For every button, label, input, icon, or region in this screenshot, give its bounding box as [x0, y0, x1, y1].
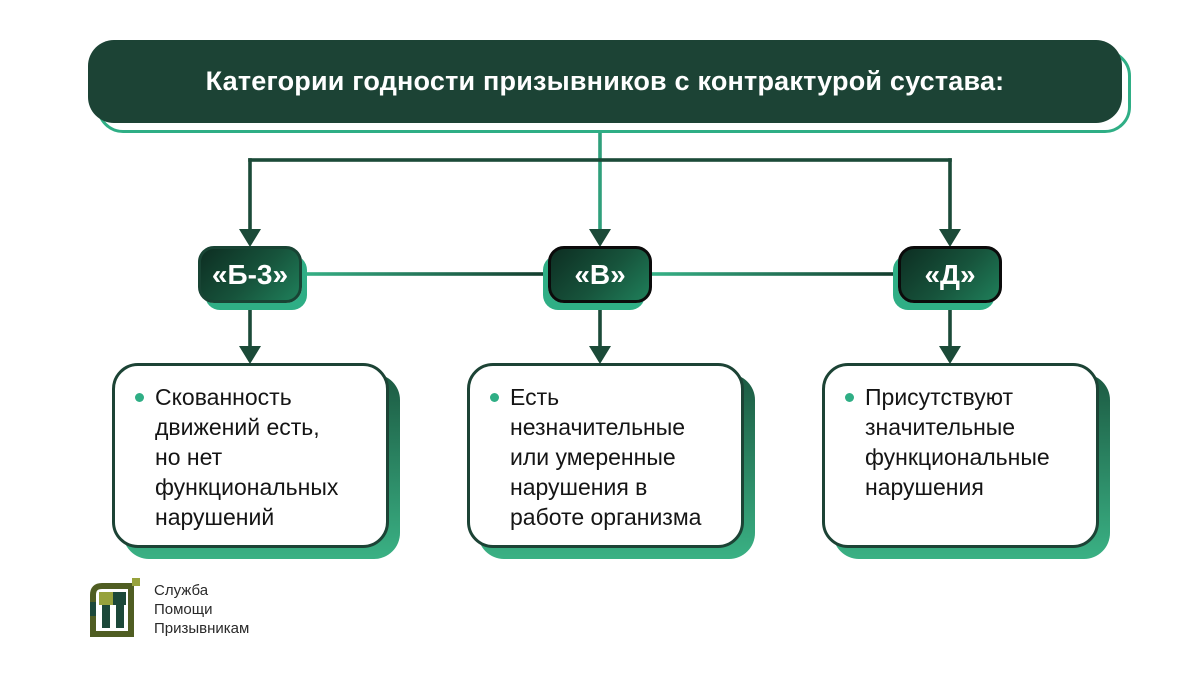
description-card-d: Присутствуют значительные функциональные…	[822, 363, 1110, 559]
right-drop-line	[948, 158, 952, 232]
arrowhead-to-box-d	[939, 346, 961, 364]
description-card-v-body: Есть незначительные или умеренные наруше…	[467, 363, 744, 548]
arrowhead-to-box-b3	[239, 346, 261, 364]
arrowhead-to-box-v	[589, 346, 611, 364]
arrowhead-to-badge-v	[589, 229, 611, 247]
logo-line-2: Помощи	[154, 601, 213, 618]
category-badge-d-label: «Д»	[924, 258, 976, 290]
bullet-dot	[845, 393, 854, 402]
description-text-d: Присутствуют значительные функциональные…	[865, 384, 1050, 500]
arrowhead-to-badge-b3	[239, 229, 261, 247]
description-card-b3: Скованность движений есть, но нет функци…	[112, 363, 400, 559]
link-b3-v	[302, 272, 548, 276]
trunk-line	[598, 118, 602, 232]
description-text-v: Есть незначительные или умеренные наруше…	[510, 384, 702, 530]
category-badge-d: «Д»	[898, 246, 1002, 303]
bullet-dot	[490, 393, 499, 402]
description-card-d-body: Присутствуют значительные функциональные…	[822, 363, 1099, 548]
d-box-line	[948, 302, 952, 348]
arrowhead-to-badge-d	[939, 229, 961, 247]
category-badge-v: «В»	[548, 246, 652, 303]
left-drop-line	[248, 158, 252, 232]
title-banner: Категории годности призывников с контрак…	[88, 40, 1131, 133]
title-banner-box: Категории годности призывников с контрак…	[88, 40, 1122, 123]
description-card-v: Есть незначительные или умеренные наруше…	[467, 363, 755, 559]
category-badge-v-label: «В»	[574, 258, 626, 290]
service-logo-icon	[90, 578, 140, 637]
service-logo: Служба Помощи Призывникам	[88, 578, 249, 640]
service-logo-text: Служба Помощи Призывникам	[154, 578, 249, 638]
description-card-b3-body: Скованность движений есть, но нет функци…	[112, 363, 389, 548]
category-badge-b3-label: «Б-3»	[211, 258, 289, 290]
logo-line-1: Служба	[154, 582, 209, 599]
v-box-line	[598, 302, 602, 348]
b3-box-line	[248, 302, 252, 348]
page-title: Категории годности призывников с контрак…	[205, 66, 1005, 96]
distributor-line	[248, 158, 952, 162]
logo-line-3: Призывникам	[154, 620, 250, 637]
category-badge-b3: «Б-3»	[198, 246, 302, 303]
link-v-d	[652, 272, 898, 276]
description-text-b3: Скованность движений есть, но нет функци…	[155, 384, 339, 530]
bullet-dot	[135, 393, 144, 402]
